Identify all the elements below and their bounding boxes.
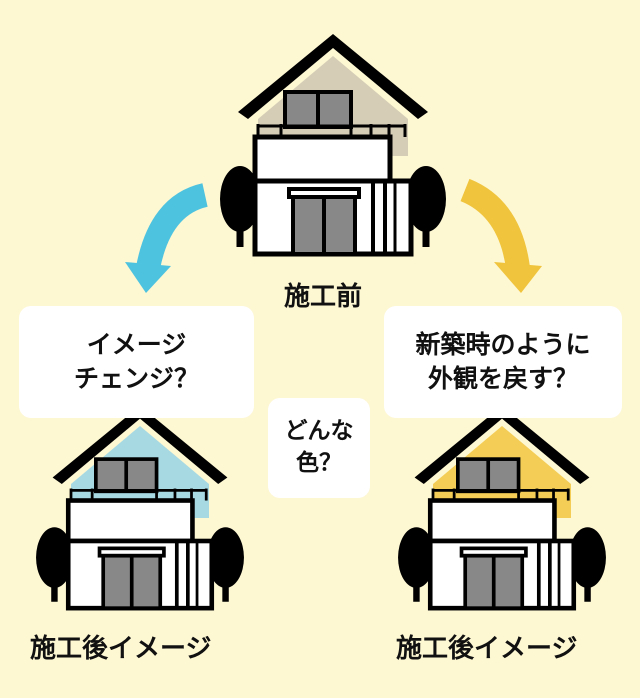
house-before [220,34,446,254]
label-after-left: 施工後イメージ [30,634,212,664]
bubble-right-line-1: 新築時のように [415,329,591,359]
curved-arrow-down-left-icon [125,183,209,293]
bubble-middle: どんな 色？ [268,398,370,498]
curved-arrow-down-right-icon [460,178,542,293]
house-after-right [398,406,606,608]
bubble-right: 新築時のように 外観を戻す？ [384,306,622,418]
label-before: 施工前 [284,282,363,312]
label-after-right: 施工後イメージ [396,634,578,664]
bubble-middle-line-2: 色？ [296,450,342,476]
bubble-middle-line-1: どんな [284,418,354,445]
bubble-left: イメージ チェンジ？ [19,306,254,418]
bubble-right-line-2: 外観を戻す？ [427,364,578,393]
house-after-left [36,406,244,608]
bubble-left-line-2: チェンジ？ [73,364,199,393]
bubble-left-line-1: イメージ [86,329,187,359]
